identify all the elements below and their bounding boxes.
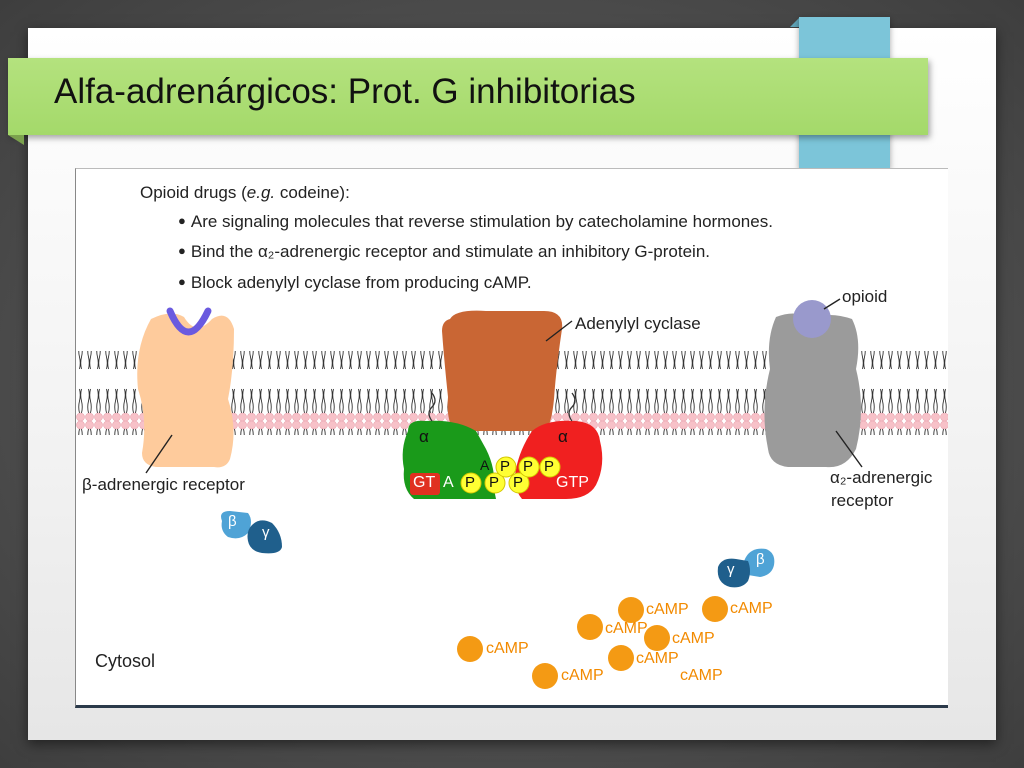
camp-label: cAMP <box>672 630 715 647</box>
camp-label: cAMP <box>730 600 773 617</box>
gi-alpha-label: α <box>558 427 568 446</box>
camp-label: cAMP <box>561 667 604 684</box>
camp-label: cAMP <box>680 667 723 684</box>
alpha2-receptor-label-line2: receptor <box>831 491 894 510</box>
opioid-molecule <box>793 300 831 338</box>
heading-italic: e.g. <box>246 183 276 202</box>
phosphate-circle <box>460 472 482 494</box>
gbg-left-gamma-label: γ <box>262 524 270 541</box>
gbg-left-beta <box>221 511 251 539</box>
opioid-pointer <box>823 298 841 310</box>
phosphate-label: P <box>523 458 534 475</box>
camp-molecule <box>608 645 634 671</box>
camp-label: cAMP <box>486 640 529 657</box>
gi-lipid-anchor <box>568 392 576 422</box>
beta-receptor-pointer <box>145 434 173 474</box>
beta-receptor-shape <box>137 313 234 468</box>
phosphate-label: P <box>544 458 555 475</box>
gbg-right-gamma <box>717 558 750 588</box>
phosphate-circle <box>518 456 540 478</box>
alpha2-receptor-shape <box>764 313 861 468</box>
phosphate-circle <box>508 472 530 494</box>
title-bar-fold <box>8 135 24 145</box>
camp-molecule <box>644 625 670 651</box>
camp-molecule <box>577 614 603 640</box>
bullet-item: Block adenylyl cyclase from producing cA… <box>178 273 532 293</box>
phosphate-circle <box>539 456 561 478</box>
gtp-label: GTP <box>556 474 589 491</box>
signaling-diagram: Opioid drugs (e.g. codeine): Are signali… <box>75 168 948 708</box>
bullet-item: Bind the α₂-adrenergic receptor and stim… <box>178 242 710 262</box>
gs-lipid-anchor <box>428 392 436 422</box>
gbg-right-beta-label: β <box>756 551 765 568</box>
camp-molecule <box>457 636 483 662</box>
adenylyl-cyclase-shape <box>442 310 563 431</box>
phosphate-label: P <box>489 474 500 491</box>
gbg-left-beta-label: β <box>228 513 237 530</box>
phosphate-label: P <box>500 458 511 475</box>
opioid-label: opioid <box>842 287 888 306</box>
gbg-right-gamma-label: γ <box>727 561 735 578</box>
gt-label: GT <box>413 474 436 491</box>
phosphate-label: P <box>513 474 524 491</box>
gbg-right-beta <box>743 548 775 577</box>
alpha2-receptor-label-line1: α₂-adrenergic <box>830 468 933 487</box>
atp-a-label: A <box>443 474 454 491</box>
camp-molecule <box>532 663 558 689</box>
adenylyl-cyclase-label: Adenylyl cyclase <box>575 314 701 333</box>
camp-label: cAMP <box>646 601 689 618</box>
beta-receptor-label: β-adrenergic receptor <box>82 475 245 494</box>
adenylyl-cyclase-pointer <box>545 320 573 342</box>
camp-molecule <box>702 596 728 622</box>
gi-alpha-subunit <box>514 420 603 499</box>
bullet-item: Are signaling molecules that reverse sti… <box>178 212 773 232</box>
camp-label: cAMP <box>605 620 648 637</box>
cytosol-label: Cytosol <box>95 651 156 671</box>
gt-tag <box>410 473 440 495</box>
blue-tab-fold <box>790 17 800 27</box>
figure-heading: Opioid drugs (e.g. codeine): <box>140 183 350 203</box>
heading-prefix: Opioid drugs ( <box>140 183 247 202</box>
diagram-graphics <box>76 298 948 689</box>
beta-receptor-binding-site <box>166 307 212 336</box>
camp-molecule <box>618 597 644 623</box>
phosphate-circle <box>495 456 517 478</box>
slide-title: Alfa-adrenárgicos: Prot. G inhibitorias <box>54 72 636 111</box>
gs-alpha-label: α <box>419 427 429 446</box>
phosphate-label: P <box>465 474 476 491</box>
camp-label: cAMP <box>636 650 679 667</box>
title-bar: Alfa-adrenárgicos: Prot. G inhibitorias <box>8 58 928 135</box>
phosphate-circle <box>484 472 506 494</box>
gbg-left-gamma <box>247 520 282 554</box>
atp-a-top-label: A <box>480 457 490 473</box>
alpha2-receptor-pointer <box>835 430 863 468</box>
heading-suffix: codeine): <box>275 183 350 202</box>
